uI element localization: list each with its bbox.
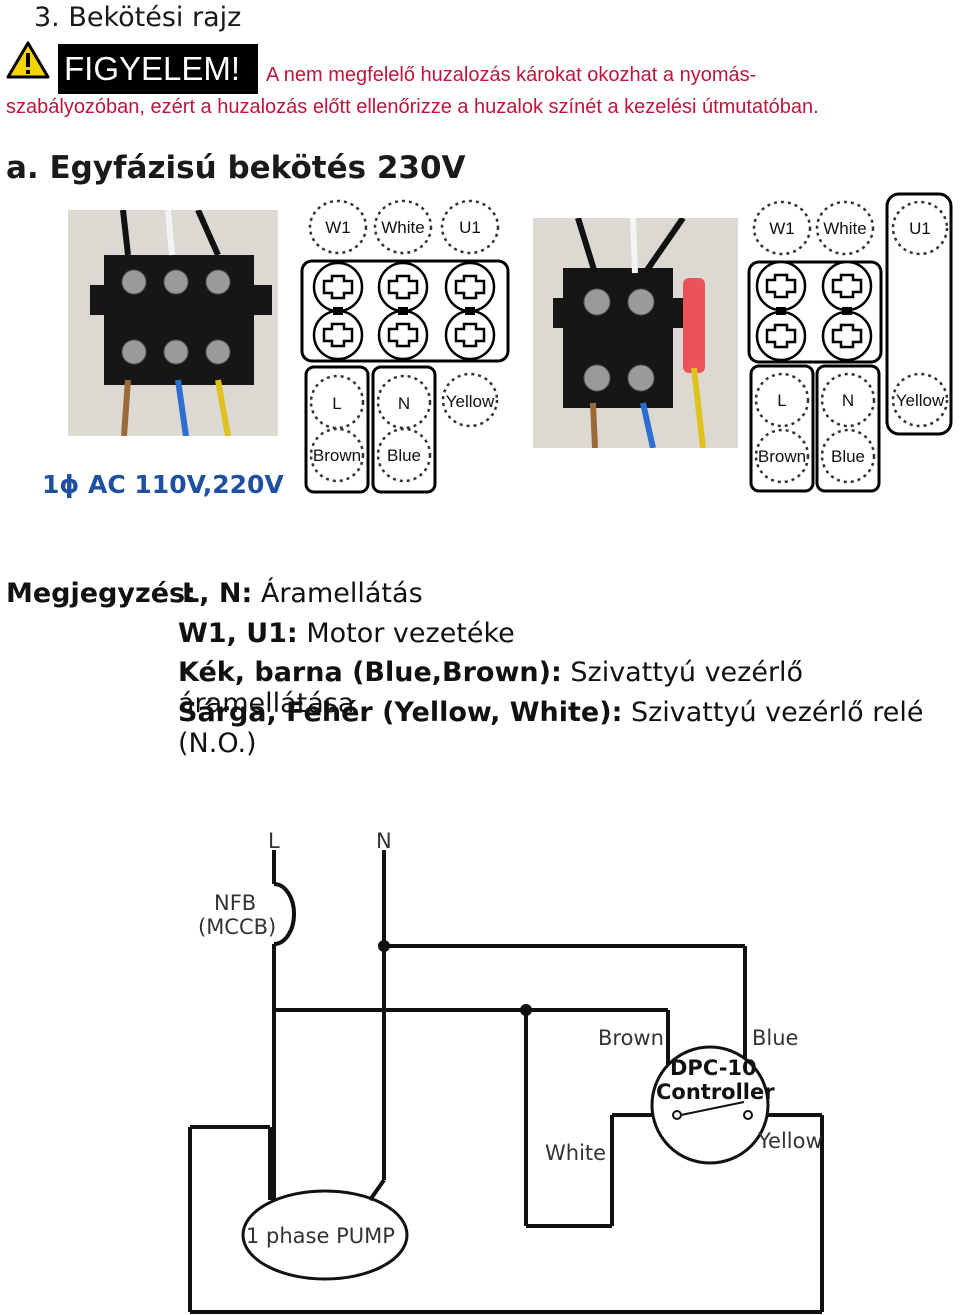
warning-triangle-icon [6, 41, 50, 79]
schem-label-nfb: NFB [214, 891, 256, 915]
label-n-left: N [398, 394, 410, 413]
schem-pump-label: 1 phase PUMP [246, 1224, 395, 1248]
schem-label-brown: Brown [598, 1026, 664, 1050]
label-brown-right: Brown [758, 447, 806, 466]
label-l-right: L [777, 391, 786, 410]
top-dotted-labels [308, 199, 500, 255]
notes-heading: Megjegyzés: [6, 578, 196, 609]
subsection-title: a. Egyfázisú bekötés 230V [6, 150, 466, 186]
terminal-diagram-left: W1 White U1 L N Yellow Brown Blue [300, 199, 510, 494]
label-w1-left: W1 [325, 218, 351, 237]
label-w1-right: W1 [769, 219, 795, 238]
terminal-photo-right [533, 218, 738, 448]
schem-label-mccb: (MCCB) [198, 915, 276, 939]
label-white-right: White [823, 219, 866, 238]
warning-label: FIGYELEM! [58, 44, 258, 94]
schem-label-l: L [268, 829, 280, 853]
wiring-schematic: L N NFB (MCCB) Brown Blue White Yellow D… [188, 829, 824, 1314]
schem-controller-name: DPC-10 [670, 1056, 757, 1080]
ac-caption: 1ϕ AC 110V,220V [42, 470, 284, 499]
warning-text-line2: szabályozóban, ezért a huzalozás előtt e… [6, 96, 819, 118]
note-row: Kék, barna (Blue,Brown): Szivattyú vezér… [178, 657, 804, 719]
label-yellow-left: Yellow [446, 392, 495, 411]
schem-label-n: N [376, 829, 392, 853]
section-title: 3. Bekötési rajz [34, 2, 242, 33]
label-u1-right: U1 [909, 219, 931, 238]
label-white-left: White [381, 218, 424, 237]
label-l-left: L [332, 394, 341, 413]
label-blue-right: Blue [831, 447, 865, 466]
terminal-diagram-right: W1 White U1 L N Yellow Brown Blue [747, 192, 953, 493]
schem-label-white: White [545, 1141, 606, 1165]
note-row: W1, U1: Motor vezetéke [178, 618, 515, 649]
warning-text-line1: A nem megfelelő huzalozás károkat okozha… [266, 64, 757, 86]
label-n-right: N [842, 391, 854, 410]
terminal-photo-left [68, 210, 278, 436]
schem-controller-label: Controller [656, 1080, 775, 1104]
label-brown-left: Brown [313, 446, 361, 465]
schem-label-blue: Blue [752, 1026, 798, 1050]
label-blue-left: Blue [387, 446, 421, 465]
schem-label-yellow: Yellow [757, 1129, 823, 1153]
note-row: Sárga, Fehér (Yellow, White): Szivattyú … [178, 697, 924, 759]
label-yellow-right: Yellow [896, 391, 945, 410]
label-u1-left: U1 [459, 218, 481, 237]
note-row: L, N: Áramellátás [182, 578, 423, 609]
